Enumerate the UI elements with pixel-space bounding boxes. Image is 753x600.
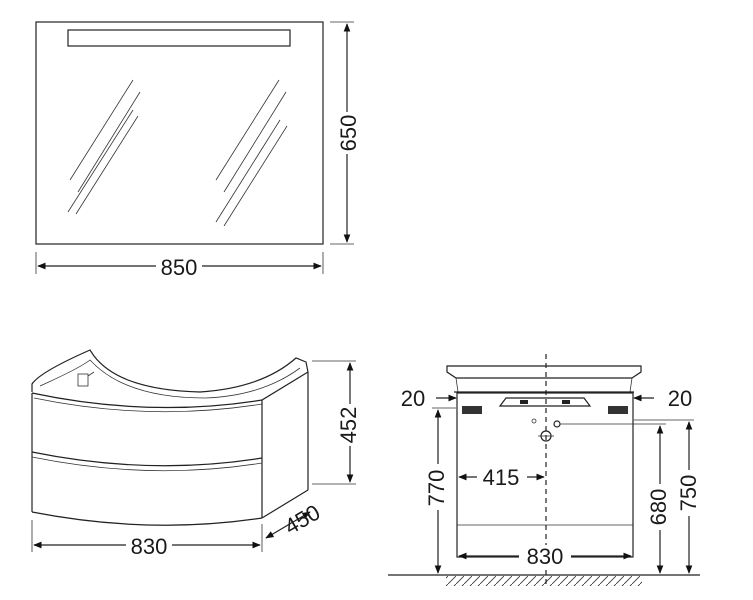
vanity-depth-dimension: 450	[265, 499, 324, 540]
front-elevation-view: 20 20 770 415 680	[388, 354, 701, 586]
wall-bracket-left	[462, 406, 482, 414]
left-offset-dimension: 20	[401, 386, 457, 411]
vanity-depth-label: 450	[280, 499, 324, 539]
vanity-width-label: 830	[131, 534, 168, 559]
wall-bracket-right	[608, 406, 628, 414]
vanity-width-dimension: 830	[31, 520, 263, 559]
top-height-label: 750	[676, 475, 701, 512]
mirror-width-label: 850	[161, 255, 198, 280]
reflection-line	[223, 125, 288, 227]
vanity-height-label: 452	[336, 407, 361, 444]
mirror-width-dimension: 850	[35, 252, 324, 280]
mirror-view: 650 850	[35, 21, 361, 280]
drain-height-dimension: 680	[560, 423, 671, 574]
reflection-line	[223, 91, 287, 193]
outlet-circle	[553, 420, 561, 428]
reflection-line	[215, 119, 281, 223]
drain-offset-dimension: 415	[458, 465, 545, 490]
mirror-light-bar	[67, 29, 291, 47]
left-offset-label: 20	[401, 386, 425, 411]
drain-height-label: 680	[646, 489, 671, 526]
vanity-top-edge	[31, 371, 309, 409]
vanity-bottom-edge	[31, 511, 263, 526]
drain-offset-label: 415	[483, 465, 520, 490]
drawer-divider	[31, 451, 263, 467]
total-height-label: 770	[424, 470, 449, 507]
hanging-rail	[498, 397, 592, 407]
countertop	[446, 365, 642, 379]
mirror-height-dimension: 650	[330, 21, 361, 245]
top-height-dimension: 750	[634, 419, 701, 574]
reflection-line	[69, 79, 134, 181]
reflection-line	[67, 109, 134, 213]
mirror-height-label: 650	[336, 115, 361, 152]
right-offset-dimension: 20	[633, 386, 692, 411]
front-width-label: 830	[527, 544, 564, 569]
mirror-frame	[35, 21, 324, 245]
vanity-height-dimension: 452	[312, 360, 361, 485]
reflection-line	[215, 79, 280, 181]
vanity-perspective-view: 452 830 450	[31, 349, 361, 559]
reflection-line	[75, 115, 139, 215]
right-offset-label: 20	[668, 386, 692, 411]
total-height-dimension: 770	[424, 407, 456, 574]
front-width-dimension: 830	[458, 544, 632, 569]
floor-hatch	[446, 576, 642, 586]
reflection-line	[77, 91, 141, 193]
